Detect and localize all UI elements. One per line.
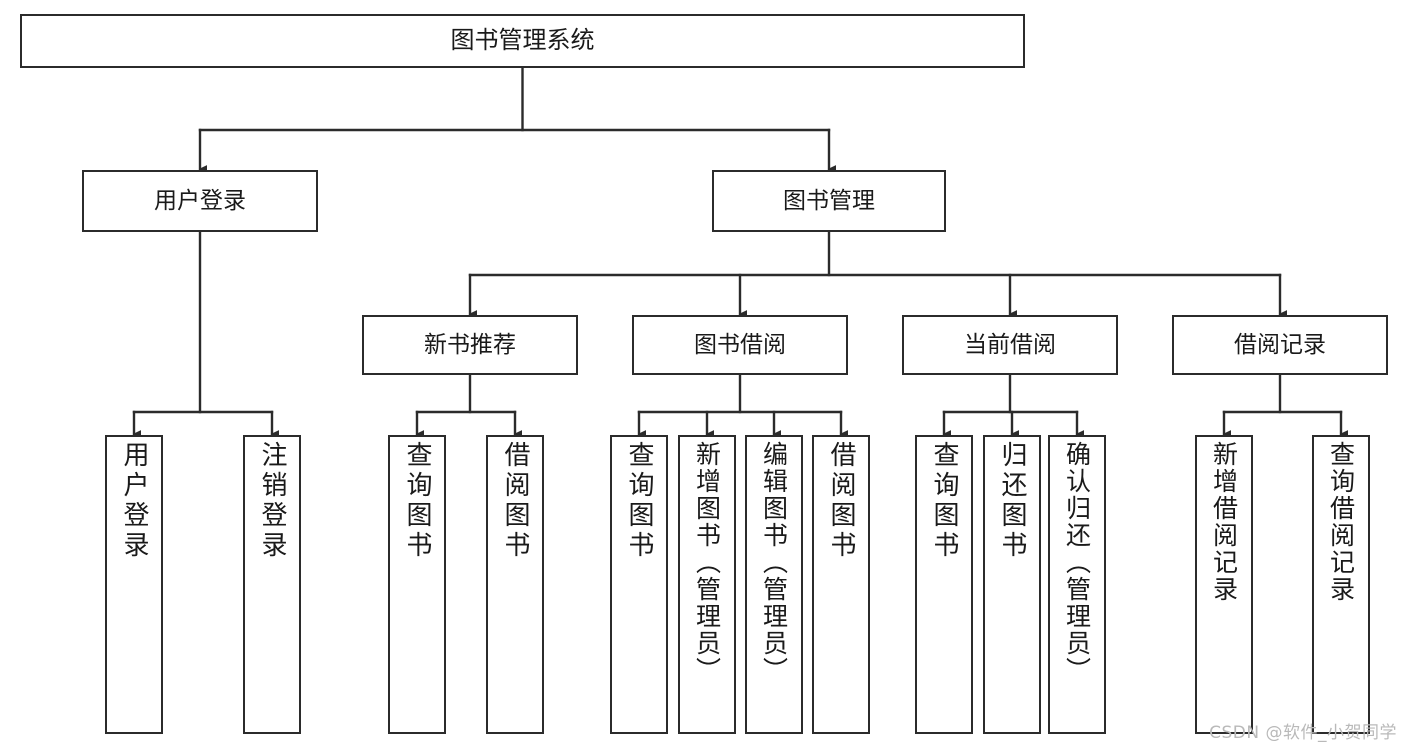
node-level1-1[interactable]: 图书管理 [712,170,946,232]
node-leaf-10-label: 确认归还（管理员） [1062,441,1092,684]
node-level2-0-label: 新书推荐 [424,331,516,358]
node-leaf-6-label: 编辑图书（管理员） [759,441,789,684]
node-leaf-9[interactable]: 归还图书 [983,435,1041,734]
node-leaf-1-label: 注销登录 [257,441,287,561]
node-leaf-12-label: 查询借阅记录 [1326,441,1356,603]
node-leaf-3[interactable]: 借阅图书 [486,435,544,734]
node-level1-0[interactable]: 用户登录 [82,170,318,232]
node-leaf-4[interactable]: 查询图书 [610,435,668,734]
node-leaf-8[interactable]: 查询图书 [915,435,973,734]
node-leaf-4-label: 查询图书 [624,441,654,561]
node-level2-3[interactable]: 借阅记录 [1172,315,1388,375]
node-leaf-7-label: 借阅图书 [826,441,856,561]
node-level2-0[interactable]: 新书推荐 [362,315,578,375]
node-level2-3-label: 借阅记录 [1234,331,1326,358]
node-root[interactable]: 图书管理系统 [20,14,1025,68]
node-leaf-10[interactable]: 确认归还（管理员） [1048,435,1106,734]
node-leaf-0-label: 用户登录 [119,441,149,561]
node-leaf-11[interactable]: 新增借阅记录 [1195,435,1253,734]
node-leaf-9-label: 归还图书 [997,441,1027,561]
node-level2-1-label: 图书借阅 [694,331,786,358]
node-level1-1-label: 图书管理 [783,187,875,214]
node-leaf-12[interactable]: 查询借阅记录 [1312,435,1370,734]
node-leaf-0[interactable]: 用户登录 [105,435,163,734]
node-leaf-1[interactable]: 注销登录 [243,435,301,734]
node-leaf-3-label: 借阅图书 [500,441,530,561]
node-leaf-7[interactable]: 借阅图书 [812,435,870,734]
node-level1-0-label: 用户登录 [154,187,246,214]
node-leaf-6[interactable]: 编辑图书（管理员） [745,435,803,734]
node-leaf-2[interactable]: 查询图书 [388,435,446,734]
node-leaf-8-label: 查询图书 [929,441,959,561]
node-level2-2[interactable]: 当前借阅 [902,315,1118,375]
node-level2-2-label: 当前借阅 [964,331,1056,358]
watermark-label: CSDN @软件_小贺同学 [1209,723,1397,743]
node-leaf-11-label: 新增借阅记录 [1209,441,1239,603]
node-leaf-5[interactable]: 新增图书（管理员） [678,435,736,734]
node-level2-1[interactable]: 图书借阅 [632,315,848,375]
node-leaf-2-label: 查询图书 [402,441,432,561]
node-root-label: 图书管理系统 [450,26,595,55]
node-leaf-5-label: 新增图书（管理员） [692,441,722,684]
